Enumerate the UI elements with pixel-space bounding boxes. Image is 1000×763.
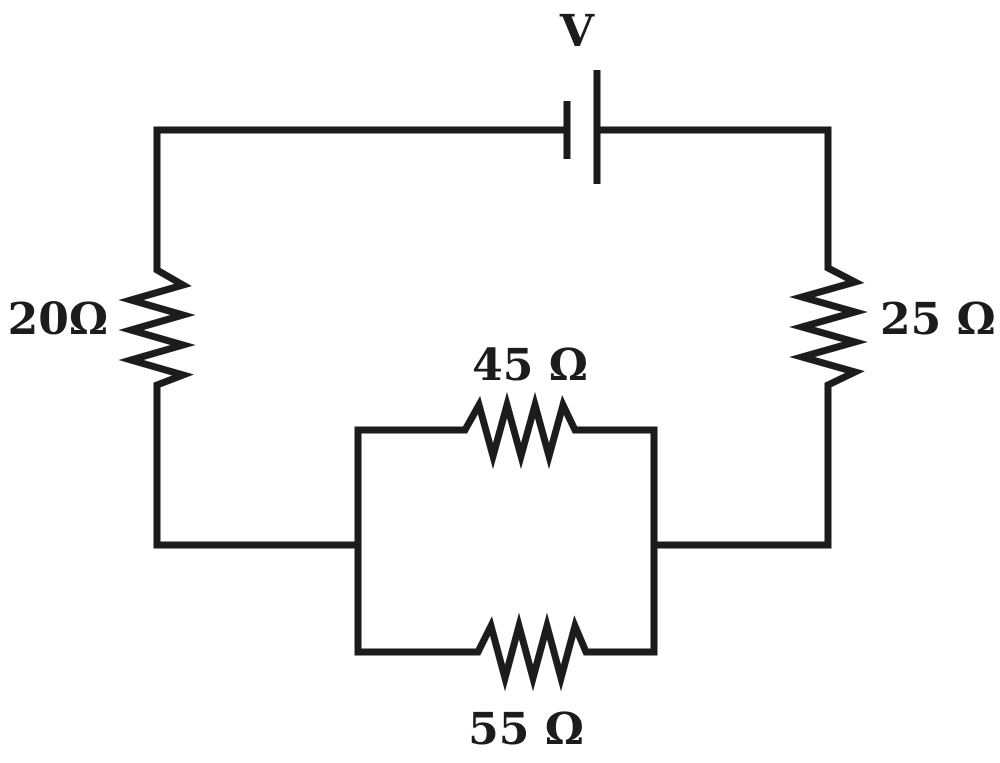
resistor-left-icon [118,238,362,549]
battery-icon [563,70,601,184]
resistor-bottom-label: 55 Ω [468,704,584,755]
resistor-bottom-icon [354,612,658,692]
resistor-right-icon [650,238,868,549]
resistor-left-label: 20Ω [8,294,108,345]
resistor-right-label: 25 Ω [880,294,996,345]
wire-top-left [153,126,569,246]
voltage-label: V [559,6,595,57]
wire-top-right [593,126,832,246]
resistor-top-label: 45 Ω [472,340,588,391]
resistor-top-icon [354,391,658,470]
